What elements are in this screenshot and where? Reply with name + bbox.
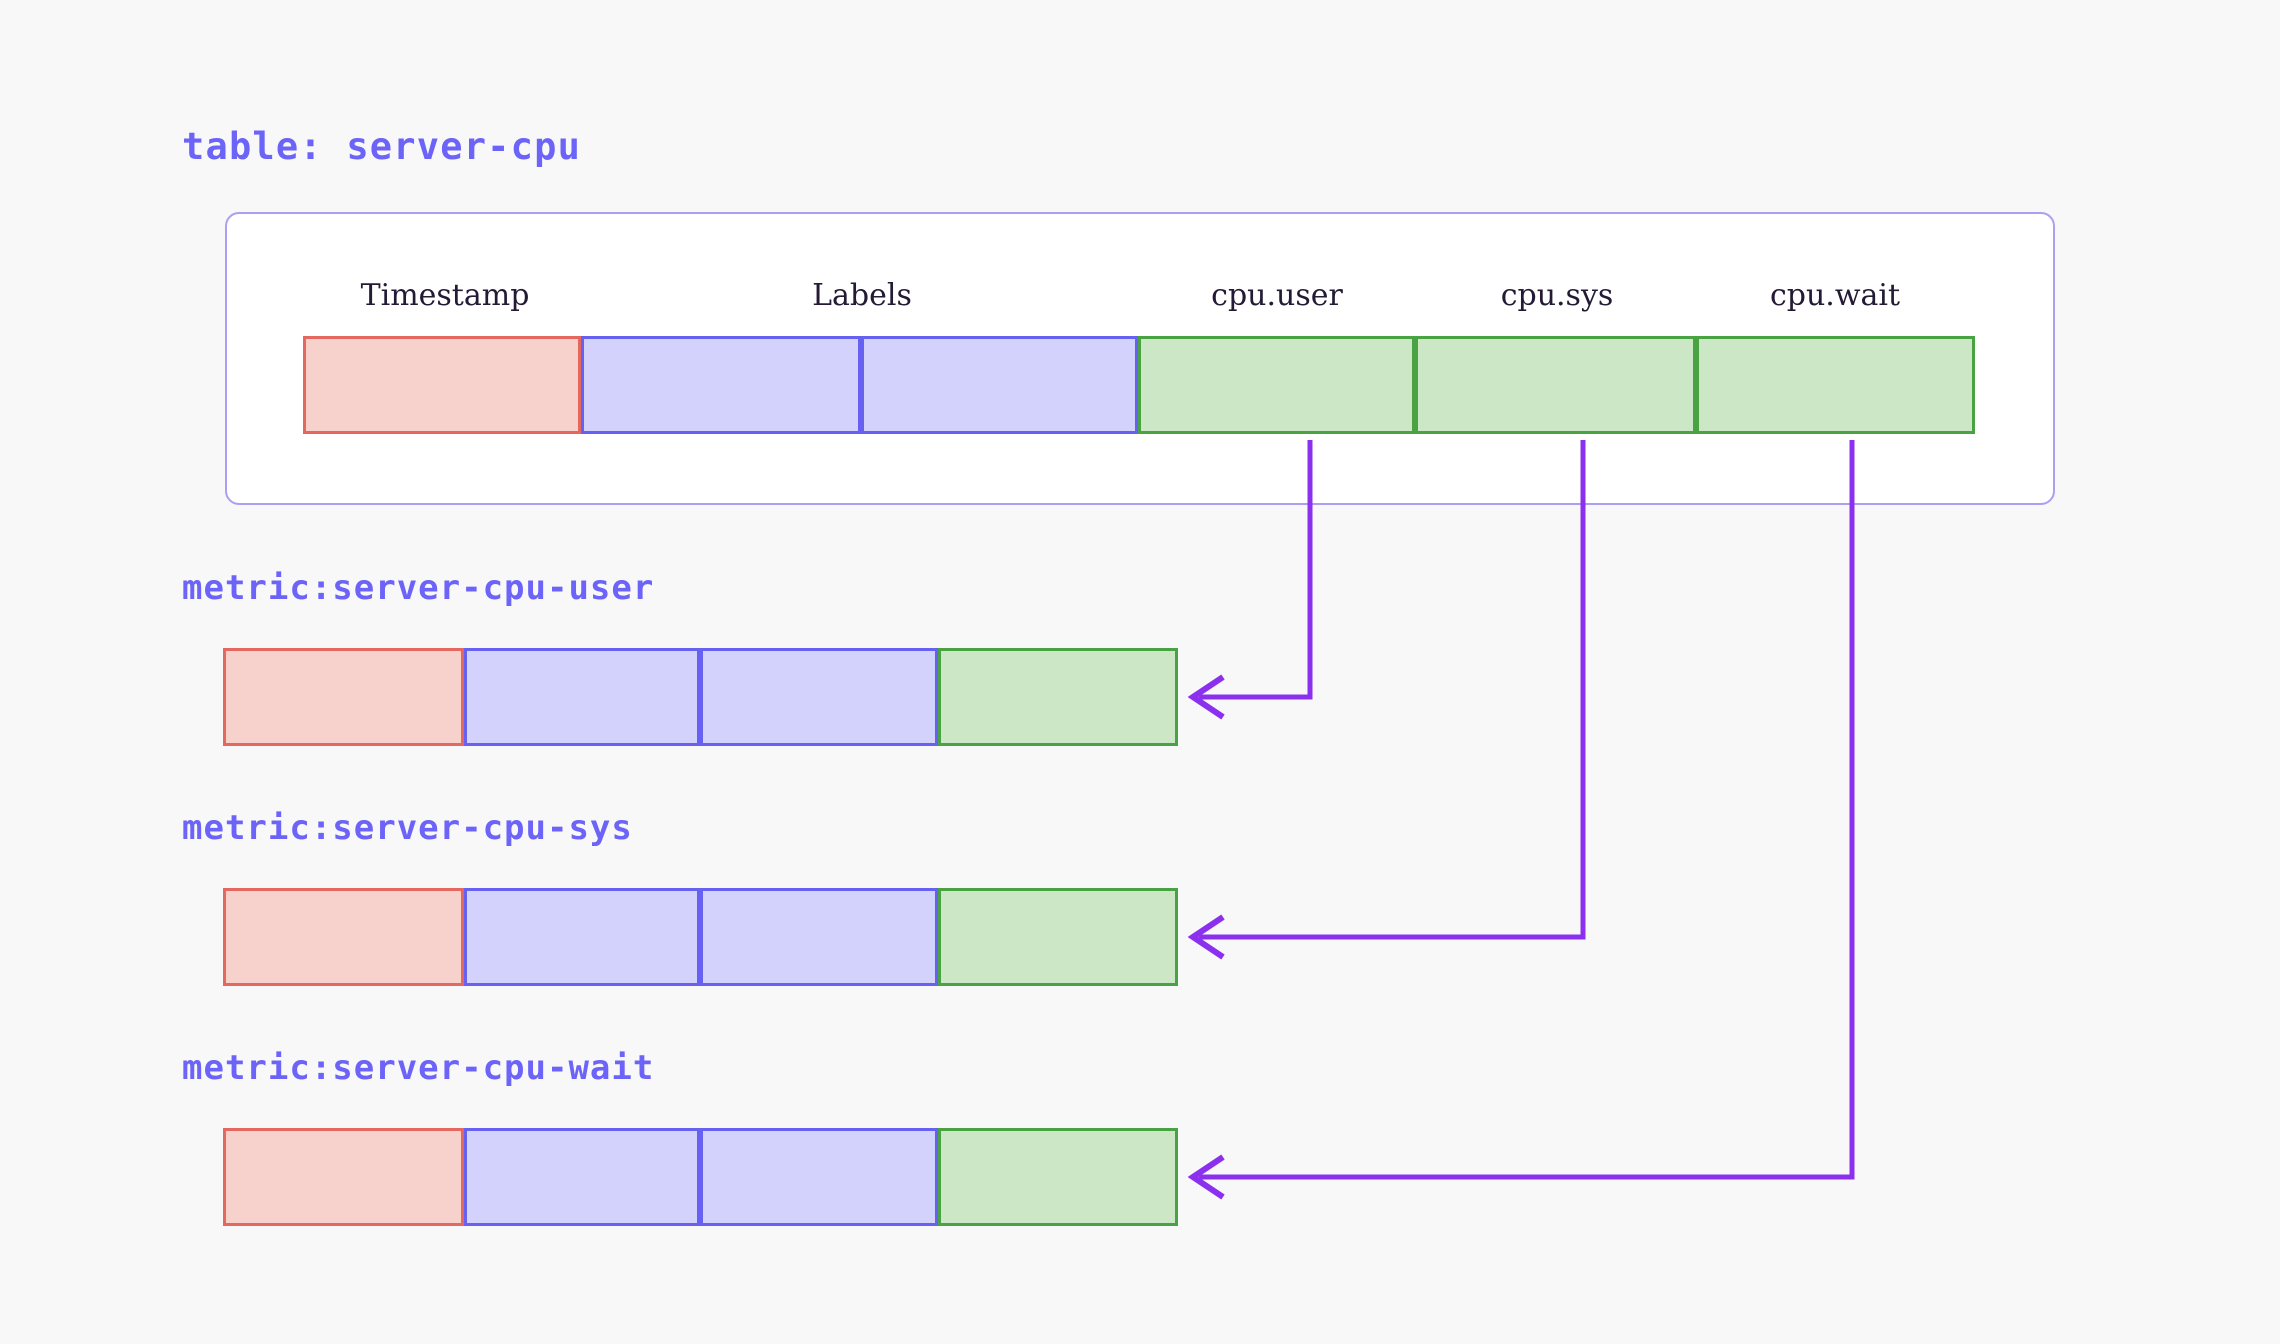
- metric-cell-pink: [223, 1128, 464, 1226]
- metric-cell-lav: [464, 888, 700, 986]
- table-cell-lav: [861, 336, 1138, 434]
- metric-cell-green: [938, 1128, 1178, 1226]
- table-cell-green: [1138, 336, 1415, 434]
- column-header-cpu-sys: cpu.sys: [1500, 278, 1614, 313]
- metric-title-0: metric:server-cpu-user: [182, 568, 655, 608]
- table-cell-pink: [303, 336, 581, 434]
- metric-cell-pink: [223, 648, 464, 746]
- metric-cell-lav: [464, 648, 700, 746]
- metric-cell-lav: [700, 1128, 938, 1226]
- table-title: table: server-cpu: [182, 125, 582, 168]
- table-cell-lav: [581, 336, 861, 434]
- table-cell-green: [1415, 336, 1696, 434]
- column-header-labels: Labels: [812, 278, 912, 313]
- arrow-cpu-wait: [1187, 440, 1855, 1200]
- metric-cell-pink: [223, 888, 464, 986]
- table-cell-green: [1696, 336, 1975, 434]
- metric-title-2: metric:server-cpu-wait: [182, 1048, 655, 1088]
- column-header-timestamp: Timestamp: [360, 278, 530, 313]
- metric-title-1: metric:server-cpu-sys: [182, 808, 633, 848]
- metric-cell-lav: [700, 648, 938, 746]
- column-header-cpu-user: cpu.user: [1211, 278, 1343, 313]
- arrow-cpu-sys: [1187, 440, 1586, 960]
- metric-cell-lav: [464, 1128, 700, 1226]
- metric-cell-lav: [700, 888, 938, 986]
- column-header-cpu-wait: cpu.wait: [1769, 278, 1901, 313]
- metric-cell-green: [938, 648, 1178, 746]
- metric-cell-green: [938, 888, 1178, 986]
